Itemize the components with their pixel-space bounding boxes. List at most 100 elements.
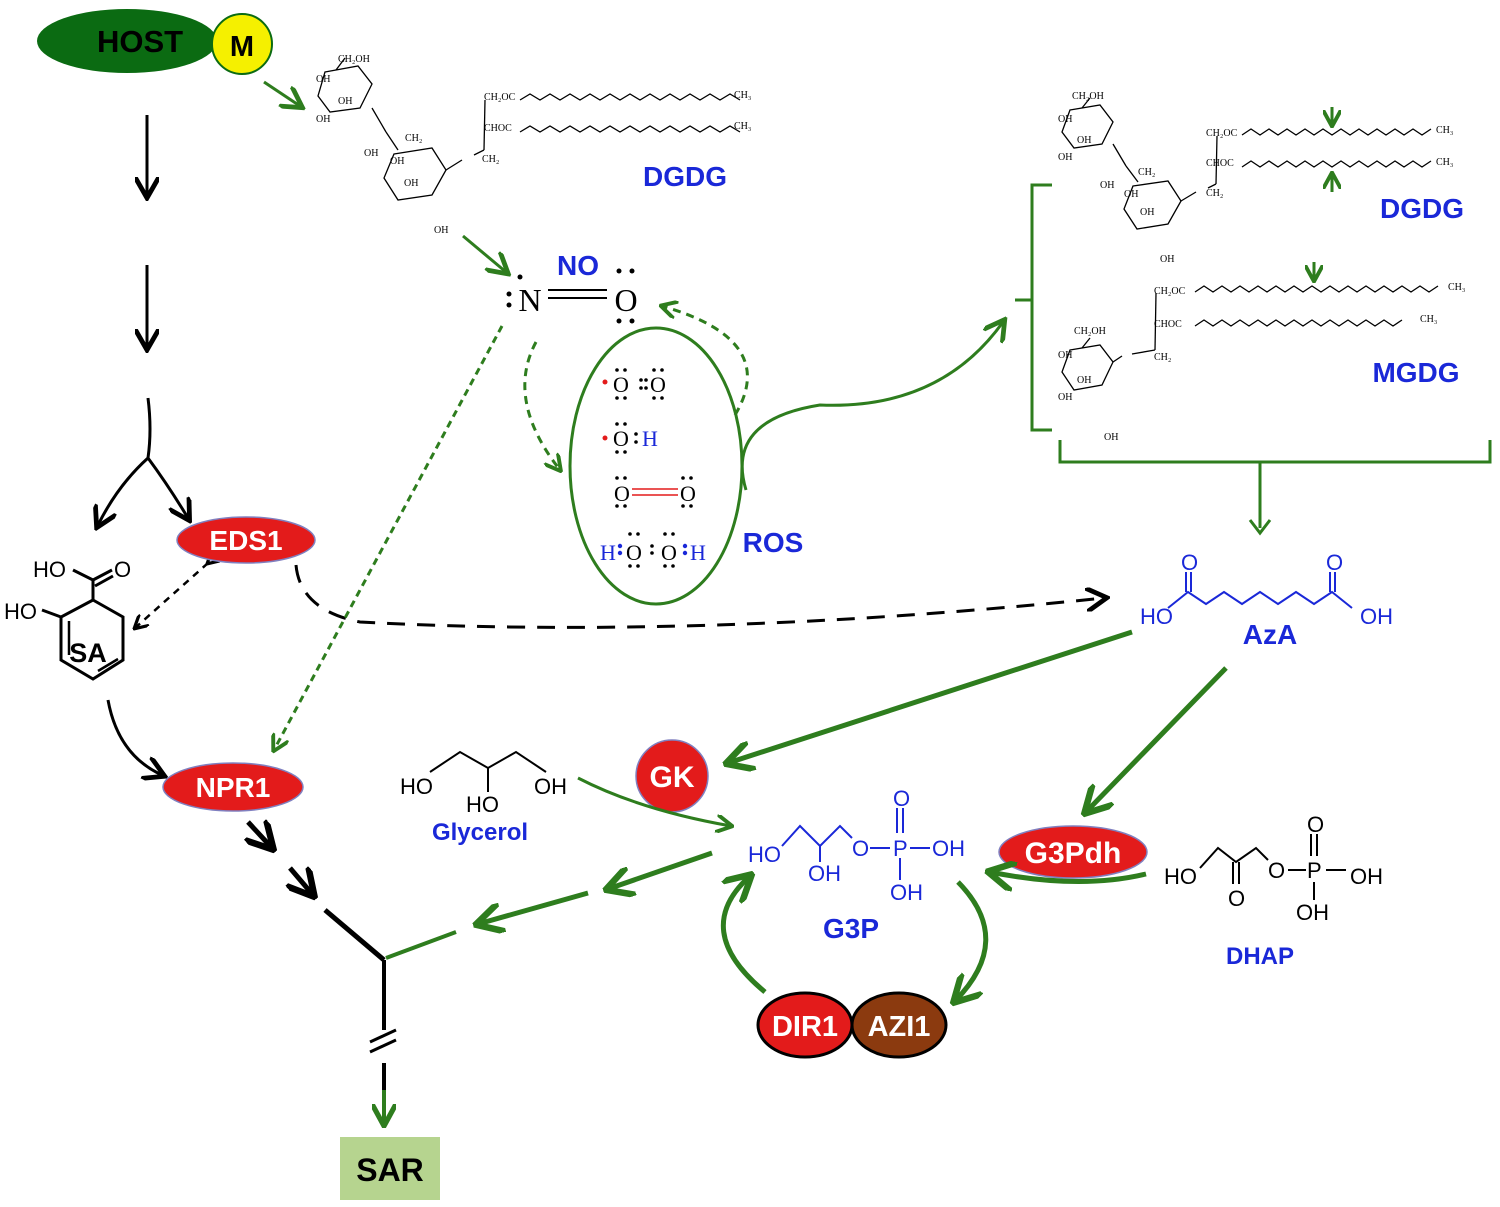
m-dgdg-arrow (263, 80, 300, 106)
dhap-o-ester: O (1268, 858, 1285, 883)
salicylic-acid-structure (41, 568, 125, 681)
dhap-p: P (1307, 858, 1322, 883)
dgdg-right-choc: CHOC (1206, 158, 1234, 169)
mgdg-ch2oh: CH₂OH (1074, 326, 1106, 337)
dgdg-top-ch3b: CH₃ (734, 121, 751, 132)
dhap-o-keto: O (1228, 886, 1245, 911)
sa-ho-left: HO (4, 599, 37, 624)
dgdg-right-oh3: OH (1058, 152, 1072, 163)
gk-node: GK (635, 739, 709, 813)
dgdg-right-oh1: OH (1058, 114, 1072, 125)
gk-label: GK (650, 761, 695, 794)
dir1-label: DIR1 (772, 1011, 838, 1043)
dgdg-top-oh1: OH (316, 74, 330, 85)
lipids-bracket-left (1015, 183, 1052, 432)
aza-o-left: O (1181, 550, 1198, 575)
mgdg-oh2: OH (1077, 375, 1091, 386)
sa-atom-labels: HO O HO SA (4, 557, 131, 668)
ros-peroxide-o2: O (661, 540, 677, 565)
mgdg-label: MGDG (1372, 357, 1459, 388)
mgdg-oh1: OH (1058, 350, 1072, 361)
g3p-oh-bottom: OH (890, 880, 923, 905)
m-label: M (230, 31, 254, 63)
dgdg-top-oh3: OH (316, 114, 330, 125)
dgdg-top-ch2oh: CH₂OH (338, 54, 370, 65)
dhap-oh-right: OH (1350, 864, 1383, 889)
glycerol-g3p-arrow (577, 776, 731, 826)
dhap-g3p-arrow (990, 872, 1147, 882)
dgdg-top-oh4: OH (364, 148, 378, 159)
glycerol-label: Glycerol (432, 819, 528, 846)
azi1-label: AZI1 (868, 1011, 931, 1043)
eds1-node: EDS1 (176, 516, 316, 564)
azi1-node: AZI1 (850, 991, 948, 1059)
aza-ho: HO (1140, 604, 1173, 629)
ros-ellipse (568, 326, 744, 606)
npr1-sar-arrows (248, 822, 397, 1090)
dgdg-top-ch2oc: CH₂OC (484, 92, 516, 103)
dgdg-top-structure (317, 57, 741, 201)
lipids-aza-arrowhead (1248, 519, 1272, 536)
dhap-o-double: O (1307, 812, 1324, 837)
host-node: HOST (37, 9, 217, 73)
mgdg-ch2: CH₂ (1154, 352, 1171, 363)
mgdg-oh3: OH (1058, 392, 1072, 403)
dgdg-right-atoms: CH₂OH OH OH OH OH OH OH OH CH₂ CH₂OC CHO… (1058, 91, 1453, 265)
dhap-oh-bottom: OH (1296, 900, 1329, 925)
sa-o-top: O (114, 557, 131, 582)
glycerol-structure (429, 750, 547, 792)
ros-singlet-o1: O (614, 481, 630, 506)
npr1-label: NPR1 (196, 772, 271, 803)
dgdg-top-oh6: OH (404, 178, 418, 189)
dgdg-right-oh7: OH (1160, 254, 1174, 265)
aza-gk-arrow (728, 629, 1133, 763)
g3p-p: P (893, 836, 908, 861)
eds1-aza-link (294, 564, 1104, 629)
glycerol-ho-mid: HO (466, 792, 499, 817)
no-structure: N O (506, 268, 638, 324)
ros-no-link (662, 306, 749, 416)
g3p-sar-arrows (385, 850, 713, 960)
dir1-node: DIR1 (756, 991, 854, 1059)
ros-superoxide-o1: O (613, 372, 629, 397)
g3p-structure (781, 808, 930, 880)
mgdg-choc: CHOC (1154, 319, 1182, 330)
dgdg-right-structure (1061, 97, 1432, 230)
sar-label: SAR (356, 1152, 424, 1188)
lipids-bracket-bottom (1058, 440, 1492, 528)
dhap-atoms: HO O O P O OH OH (1164, 812, 1383, 925)
mgdg-ch3b: CH₃ (1420, 314, 1437, 325)
dgdg-right-ch2oh: CH₂OH (1072, 91, 1104, 102)
aza-label: AzA (1243, 619, 1297, 650)
aza-oh: OH (1360, 604, 1393, 629)
ros-superoxide-o2: O (650, 372, 666, 397)
dgdg-right-ch3a: CH₃ (1436, 125, 1453, 136)
no-o-atom: O (614, 282, 637, 318)
ros-species: O O O H O O H O O H (600, 372, 706, 565)
ros-hydroxyl-h: H (642, 426, 658, 451)
dgdg-right-oh5: OH (1124, 189, 1138, 200)
dhap-structure (1199, 834, 1346, 900)
ros-electron-dots (615, 368, 693, 568)
g3p-label: G3P (823, 913, 879, 944)
dgdg-top-label: DGDG (643, 161, 727, 192)
eds1-label: EDS1 (209, 525, 282, 556)
g3pdh-node: G3Pdh (998, 825, 1148, 879)
dgdg-right-label: DGDG (1380, 193, 1464, 224)
mgdg-ch2oc: CH₂OC (1154, 286, 1186, 297)
dgdg-top-ch3a: CH₃ (734, 90, 751, 101)
g3p-o-ester: O (852, 836, 869, 861)
g3p-oh-mid: OH (808, 861, 841, 886)
sar-box: SAR (340, 1137, 440, 1200)
ros-peroxide-h1: H (600, 540, 616, 565)
dgdg-top-oh7: OH (434, 225, 448, 236)
mgdg-structure (1061, 285, 1439, 391)
g3p-ho: HO (748, 842, 781, 867)
dgdg-right-ch3b: CH₃ (1436, 157, 1453, 168)
dhap-ho: HO (1164, 864, 1197, 889)
mgdg-oh4: OH (1104, 432, 1118, 443)
dgdg-right-ch2b: CH₂ (1206, 188, 1223, 199)
aza-o-right: O (1326, 550, 1343, 575)
